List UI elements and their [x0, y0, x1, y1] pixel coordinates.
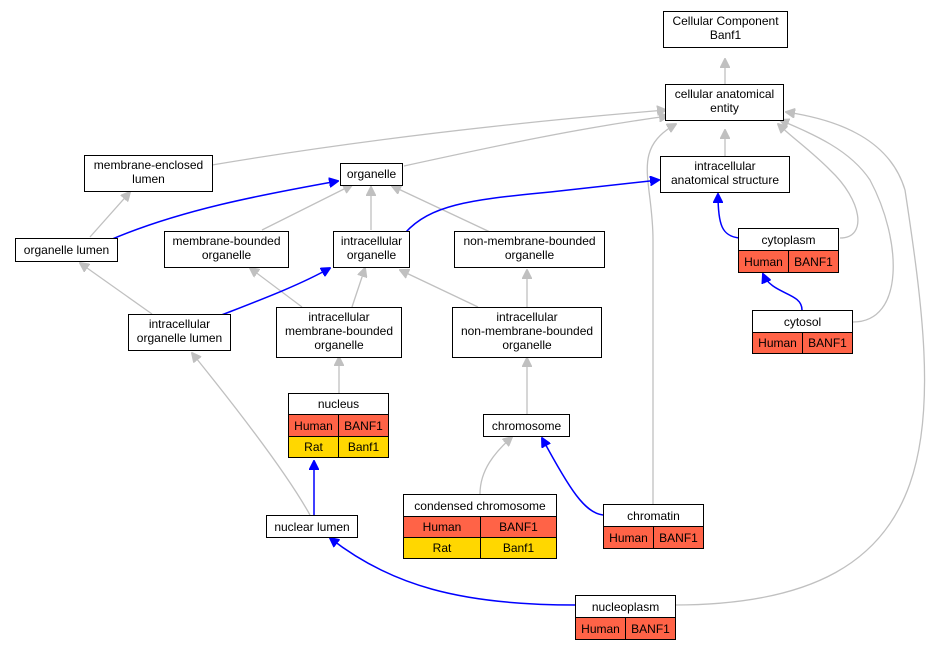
species-name: Human	[294, 419, 333, 433]
node-label-line: anatomical structure	[671, 173, 779, 187]
node-label-line: intracellular	[308, 310, 369, 324]
is-a-edges	[80, 59, 926, 606]
node-label-line: organelle	[202, 248, 252, 262]
node-label-line: membrane-bounded	[172, 234, 280, 248]
gene-name: BANF1	[499, 520, 538, 534]
edge-condchrom-to-chromosome	[479, 437, 512, 495]
term-membrane-enclosed-lumen[interactable]: membrane-enclosed lumen	[84, 155, 213, 192]
node-label-line: organelle	[505, 248, 555, 262]
node-label-line: chromosome	[492, 419, 562, 433]
node-label-line: organelle	[502, 338, 552, 352]
edge-cytosol-partof-cytoplasm	[763, 274, 803, 311]
term-intracellular-membrane-bounded-organelle[interactable]: intracellular membrane-bounded organelle	[276, 307, 402, 358]
edge-chromatin-partof-chromosome	[542, 438, 604, 516]
species-name: Rat	[433, 541, 452, 555]
node-title: condensed chromosome	[414, 499, 546, 513]
term-nucleoplasm[interactable]: nucleoplasm Human BANF1	[575, 595, 676, 640]
node-title: nucleoplasm	[592, 600, 659, 614]
node-label-line: organelle	[347, 248, 397, 262]
edge-mbo-to-organelle	[261, 185, 352, 231]
node-label-line: Banf1	[710, 28, 742, 42]
edge-iol-partof-io	[218, 268, 330, 317]
edge-mel-to-cae	[211, 110, 666, 166]
term-intracellular-organelle[interactable]: intracellular organelle	[333, 231, 410, 268]
node-label-line: organelle	[347, 167, 397, 181]
edge-cytoplasm-partof-ias	[718, 194, 740, 239]
node-label-line: membrane-bounded	[285, 324, 393, 338]
species-name: Human	[423, 520, 462, 534]
term-chromosome[interactable]: chromosome	[483, 414, 570, 437]
edge-organelle-to-cae	[403, 116, 668, 167]
gene-cell	[480, 537, 557, 559]
term-organelle[interactable]: organelle	[340, 163, 403, 186]
term-organelle-lumen[interactable]: organelle lumen	[15, 238, 118, 262]
node-title: cytosol	[784, 315, 821, 329]
node-title: nucleus	[318, 397, 359, 411]
node-label-line: intracellular	[149, 317, 210, 331]
edge-iol-to-ol	[80, 263, 153, 315]
node-label-line: organelle	[314, 338, 364, 352]
node-label-line: intracellular	[694, 159, 755, 173]
edge-io-partof-ias	[404, 180, 659, 234]
edge-nucleoplasm-to-cae	[673, 112, 926, 606]
node-label-line: nuclear lumen	[274, 520, 349, 534]
edge-imbo-to-mbo	[250, 268, 303, 308]
term-cytoplasm[interactable]: cytoplasm Human BANF1	[738, 228, 839, 273]
edge-ol-to-mel	[89, 192, 130, 238]
edge-cytosol-to-cae	[780, 120, 894, 323]
edge-chromatin-to-cae	[646, 124, 676, 505]
node-label-line: non-membrane-bounded	[461, 324, 593, 338]
node-label-line: organelle lumen	[137, 331, 222, 345]
gene-cell	[338, 436, 389, 458]
edge-inmbo-to-io	[400, 270, 479, 308]
part-of-edges	[109, 180, 803, 606]
node-label-line: lumen	[132, 172, 165, 186]
node-label-line: entity	[710, 101, 739, 115]
edge-nucleoplasm-partof-nuclearlumen	[330, 538, 576, 606]
gene-name: BANF1	[631, 622, 670, 636]
term-chromatin[interactable]: chromatin Human BANF1	[603, 504, 704, 549]
gene-name: BANF1	[794, 255, 833, 269]
species-name: Human	[758, 336, 797, 350]
gene-cell	[625, 617, 676, 640]
term-cellular-anatomical-entity[interactable]: cellular anatomical entity	[665, 84, 784, 121]
species-name: Human	[609, 531, 648, 545]
species-name: Human	[581, 622, 620, 636]
gene-name: Banf1	[503, 541, 535, 555]
edge-nuclearlumen-to-iol	[192, 353, 311, 516]
gene-cell	[653, 526, 704, 549]
node-label-line: intracellular	[496, 310, 557, 324]
term-cellular-component[interactable]: Cellular Component Banf1	[663, 11, 788, 48]
term-non-membrane-bounded-organelle[interactable]: non-membrane-bounded organelle	[454, 231, 605, 268]
gene-name: BANF1	[344, 419, 383, 433]
term-intracellular-anatomical-structure[interactable]: intracellular anatomical structure	[660, 156, 790, 193]
term-membrane-bounded-organelle[interactable]: membrane-bounded organelle	[164, 231, 289, 268]
node-label-line: cellular anatomical	[675, 87, 774, 101]
term-intracellular-non-membrane-bounded-organelle[interactable]: intracellular non-membrane-bounded organ…	[452, 307, 602, 358]
node-label-line: Cellular Component	[672, 14, 779, 28]
term-nucleus[interactable]: nucleus Human BANF1 Rat Banf1	[288, 393, 389, 458]
node-label-line: non-membrane-bounded	[463, 234, 595, 248]
gene-name: BANF1	[808, 336, 847, 350]
term-intracellular-organelle-lumen[interactable]: intracellular organelle lumen	[128, 314, 231, 351]
species-name: Human	[744, 255, 783, 269]
gene-cell	[788, 250, 839, 273]
species-name: Rat	[304, 440, 323, 454]
edge-cytoplasm-to-cae	[778, 124, 859, 239]
node-title: chromatin	[627, 509, 680, 523]
node-label-line: membrane-enclosed	[94, 158, 203, 172]
node-label-line: intracellular	[341, 234, 402, 248]
gene-name: Banf1	[348, 440, 380, 454]
term-nuclear-lumen[interactable]: nuclear lumen	[266, 515, 358, 538]
gene-cell	[802, 332, 853, 354]
node-title: cytoplasm	[761, 233, 815, 247]
node-label-line: organelle lumen	[24, 243, 109, 257]
term-cytosol[interactable]: cytosol Human BANF1	[752, 310, 853, 354]
gene-name: BANF1	[659, 531, 698, 545]
term-condensed-chromosome[interactable]: condensed chromosome Human BANF1 Rat Ban…	[403, 494, 557, 559]
edge-ol-partof-organelle	[109, 181, 338, 241]
edge-imbo-to-io	[351, 268, 365, 308]
